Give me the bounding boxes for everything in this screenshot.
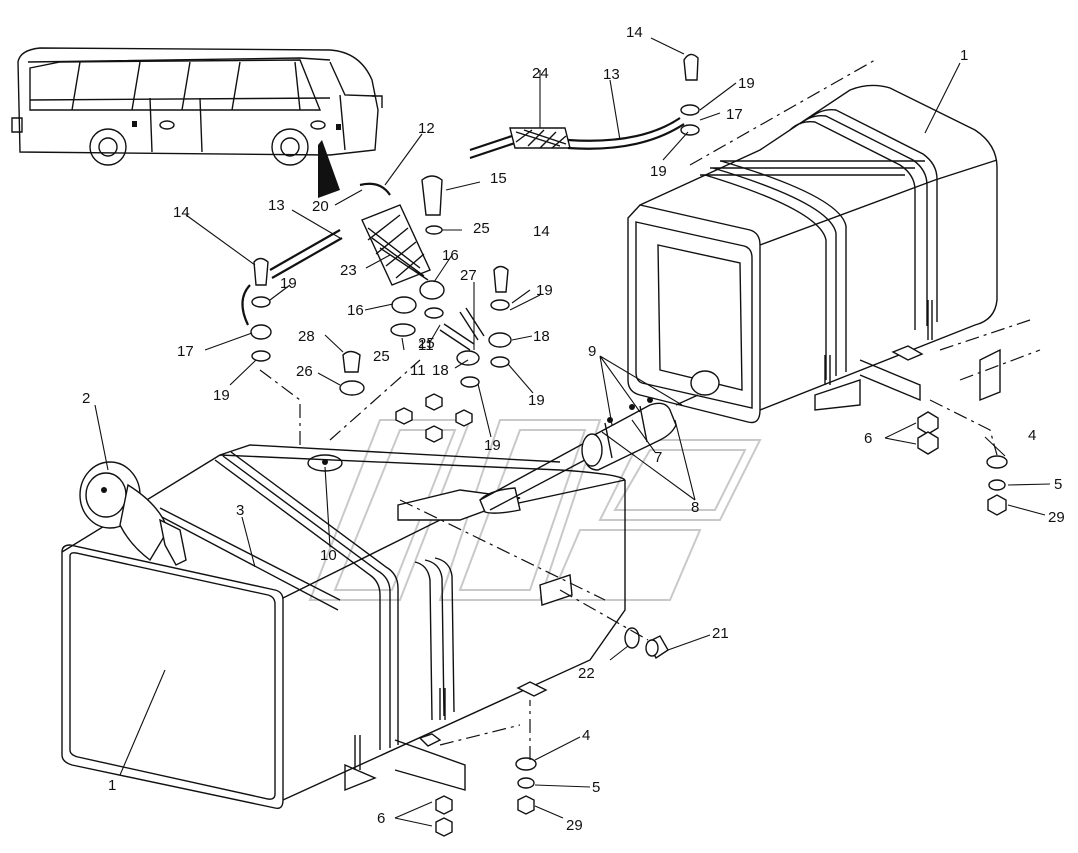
callout-26: 26 bbox=[296, 363, 313, 380]
callout-19-c: 19 bbox=[536, 282, 553, 299]
callout-20: 20 bbox=[312, 198, 329, 215]
callout-25-c: 25 bbox=[418, 335, 435, 352]
bus-illustration bbox=[11, 47, 383, 198]
hose-assembly-top bbox=[469, 53, 700, 160]
callout-16-left: 16 bbox=[347, 302, 364, 319]
callout-22: 22 bbox=[578, 665, 595, 682]
callout-12: 12 bbox=[418, 120, 435, 137]
fuel-tank-rear bbox=[627, 84, 998, 424]
fuel-tank-front bbox=[61, 444, 626, 810]
callout-10: 10 bbox=[320, 547, 337, 564]
callout-18-a: 18 bbox=[533, 328, 550, 345]
callout-11b: 11 bbox=[418, 337, 434, 354]
callout-11a: 11 bbox=[410, 362, 426, 379]
callout-8: 8 bbox=[691, 499, 699, 516]
callout-19-b: 19 bbox=[213, 387, 230, 404]
leader-lines bbox=[94, 37, 1051, 827]
mount-hardware bbox=[435, 348, 1008, 837]
callout-29-rear: 29 bbox=[1048, 509, 1065, 526]
callout-21: 21 bbox=[712, 625, 729, 642]
callout-3: 3 bbox=[236, 502, 244, 519]
callout-labels: 2 3 1 1 4 4 5 5 6 6 7 8 9 10 11 11 12 13… bbox=[82, 24, 1065, 834]
callout-16-right: 16 bbox=[442, 247, 459, 264]
callout-15: 15 bbox=[490, 170, 507, 187]
callout-4-rear: 4 bbox=[1028, 427, 1036, 444]
callout-17-left: 17 bbox=[177, 343, 194, 360]
callout-13-left: 13 bbox=[268, 197, 285, 214]
callout-19-e: 19 bbox=[484, 437, 501, 454]
callout-6-rear: 6 bbox=[864, 430, 872, 447]
callout-1-front: 1 bbox=[108, 777, 116, 794]
drain-plug bbox=[624, 627, 669, 660]
callout-14-left: 14 bbox=[173, 204, 190, 221]
fittings-middle bbox=[339, 265, 512, 443]
callout-2: 2 bbox=[82, 390, 90, 407]
callout-14-mid: 14 bbox=[533, 223, 550, 240]
callout-19-top-b: 19 bbox=[650, 163, 667, 180]
callout-29-front: 29 bbox=[566, 817, 583, 834]
callout-23: 23 bbox=[340, 262, 357, 279]
callout-27: 27 bbox=[460, 267, 477, 284]
callout-25-a: 25 bbox=[473, 220, 490, 237]
callout-28: 28 bbox=[298, 328, 315, 345]
callout-13-top: 13 bbox=[603, 66, 620, 83]
callout-18-b: 18 bbox=[432, 362, 449, 379]
center-lines bbox=[259, 59, 1041, 760]
callout-19-d: 19 bbox=[528, 392, 545, 409]
callout-25-b: 25 bbox=[373, 348, 390, 365]
vent-hose-left bbox=[241, 229, 343, 362]
callout-5-rear: 5 bbox=[1054, 476, 1062, 493]
hose-assembly-center bbox=[359, 175, 445, 337]
callout-5-front: 5 bbox=[592, 779, 600, 796]
callout-24: 24 bbox=[532, 65, 549, 82]
callout-14-top: 14 bbox=[626, 24, 643, 41]
callout-19-top-a: 19 bbox=[738, 75, 755, 92]
callout-17-top: 17 bbox=[726, 106, 743, 123]
callout-9: 9 bbox=[588, 343, 596, 360]
callout-19-a: 19 bbox=[280, 275, 297, 292]
callout-1-rear: 1 bbox=[960, 47, 968, 64]
callout-6-front: 6 bbox=[377, 810, 385, 827]
callout-7: 7 bbox=[654, 449, 662, 466]
callout-4-front: 4 bbox=[582, 727, 590, 744]
